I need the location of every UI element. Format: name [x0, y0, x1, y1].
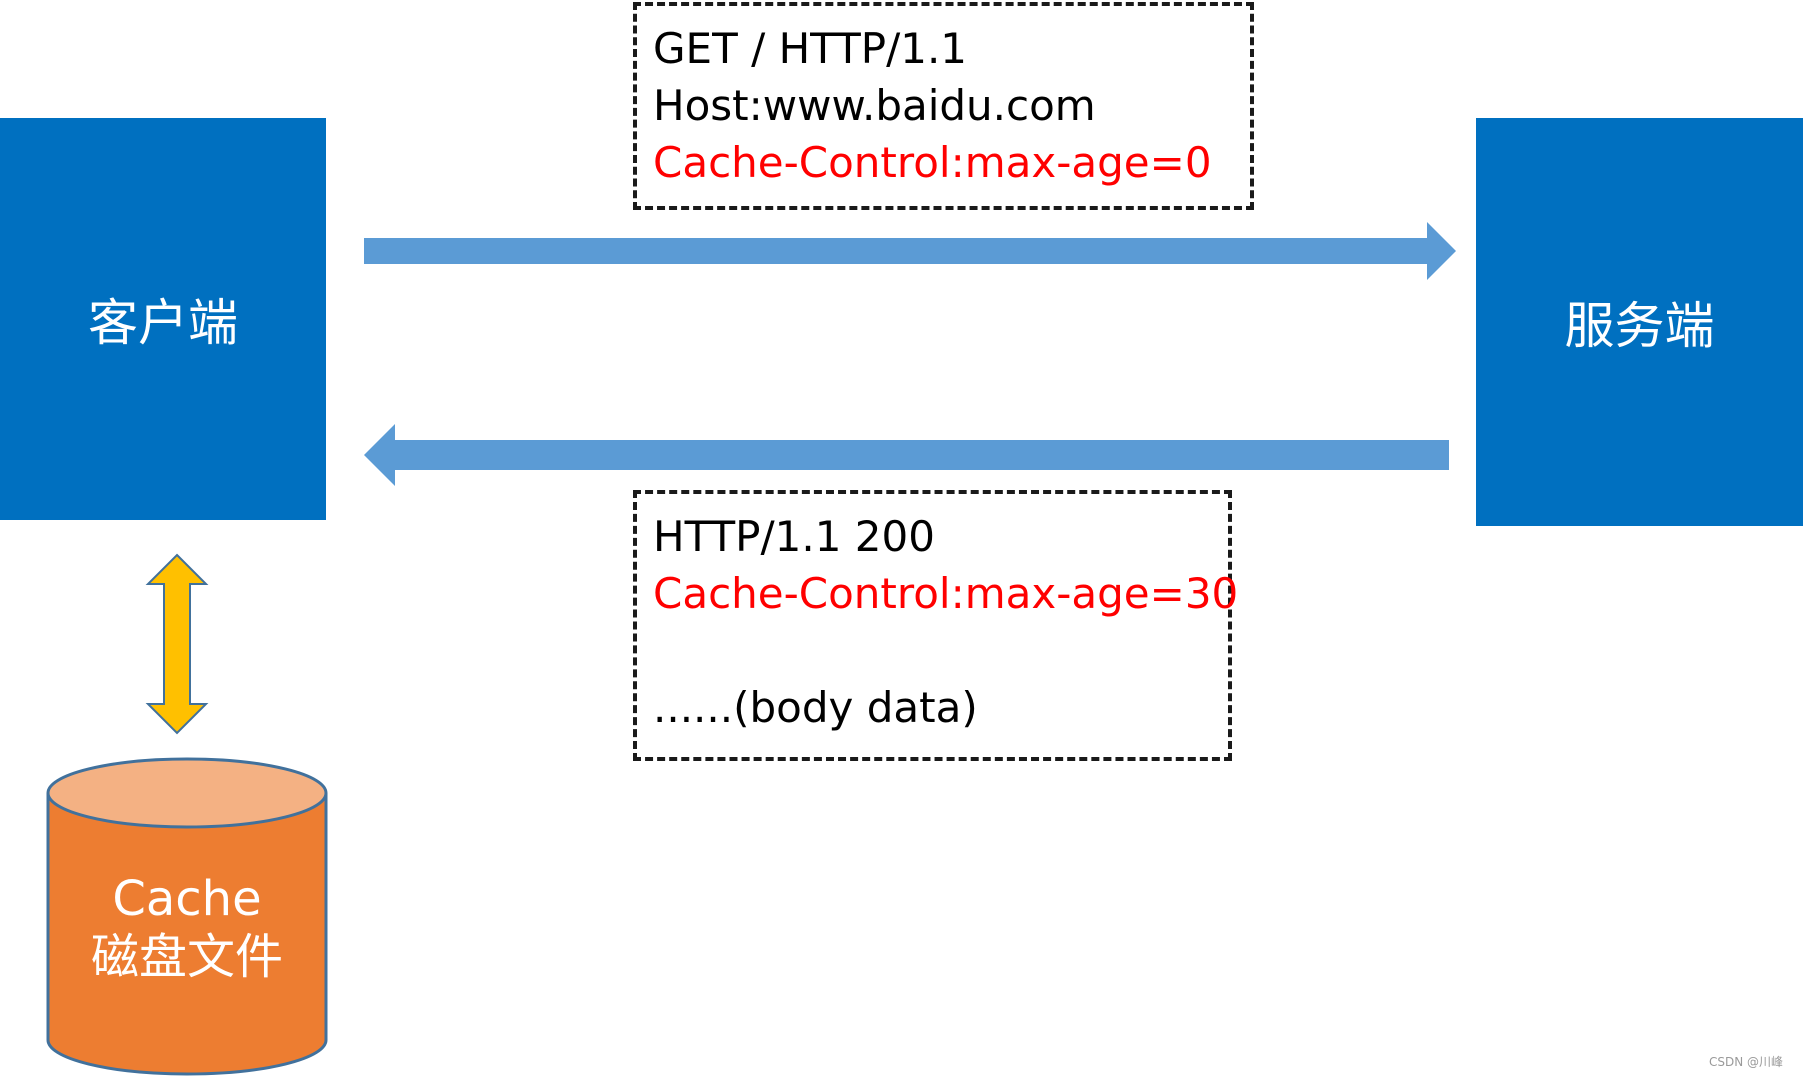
response-message: HTTP/1.1 200 Cache-Control:max-age=30 ..…	[633, 490, 1239, 761]
client-label: 客户端	[88, 294, 238, 352]
response-cache-control-header: Cache-Control:max-age=30	[653, 569, 1239, 618]
client-node: 客户端	[0, 118, 326, 520]
cache-cylinder	[46, 757, 328, 1076]
request-host-header: Host:www.baidu.com	[653, 81, 1096, 130]
cache-label: Cache 磁盘文件	[48, 870, 326, 986]
server-label: 服务端	[1564, 297, 1715, 355]
watermark: CSDN @川峰	[1708, 1055, 1783, 1069]
response-body: ......(body data)	[653, 683, 978, 732]
cache-title: Cache	[112, 871, 262, 927]
cache-subtitle: 磁盘文件	[90, 929, 283, 985]
server-node: 服务端	[1476, 118, 1803, 526]
request-message: GET / HTTP/1.1 Host:www.baidu.com Cache-…	[633, 2, 1254, 210]
client-cache-arrow	[145, 553, 209, 735]
response-status-line: HTTP/1.1 200	[653, 512, 935, 561]
response-blank-line	[653, 622, 1228, 679]
request-arrow	[364, 222, 1456, 280]
request-cache-control-header: Cache-Control:max-age=0	[653, 138, 1212, 187]
response-arrow	[364, 424, 1449, 486]
request-line: GET / HTTP/1.1	[653, 24, 968, 73]
